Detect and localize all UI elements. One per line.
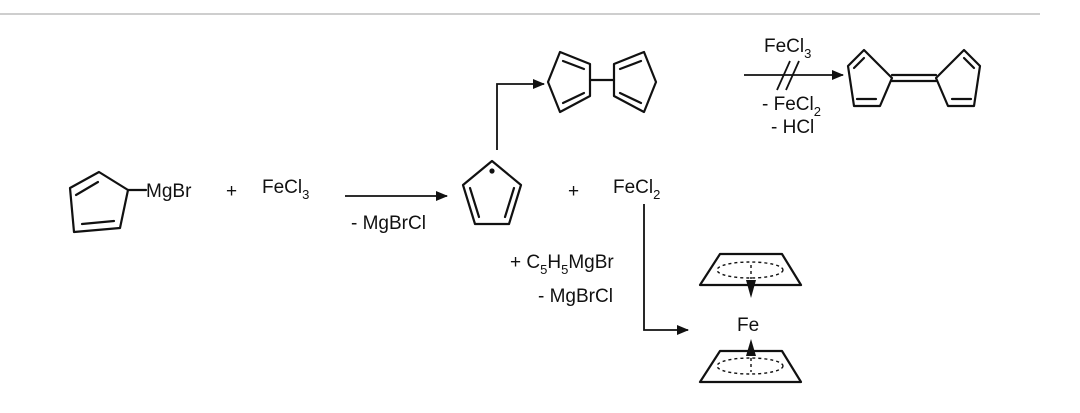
iron-center-label: Fe (737, 315, 759, 336)
dihydrofulvalene-dimer (546, 50, 658, 114)
blocked-fecl2-byproduct-label: - FeCl2 (762, 94, 821, 119)
dimerization-arrow (496, 79, 545, 150)
blocked-slash-1 (776, 60, 791, 91)
blocked-fecl3-label: FeCl3 (764, 36, 811, 61)
mgbr-label: MgBr (146, 181, 192, 202)
blocked-slash-2 (785, 60, 800, 91)
ferrocene-formation-arrow (643, 204, 689, 335)
mgbrcl-byproduct-label: - MgBrCl (351, 213, 426, 234)
fulvalene (846, 48, 982, 108)
ferrocene-mgbrcl-byproduct-label: - MgBrCl (538, 286, 613, 307)
fecl2-product: FeCl2 (613, 177, 660, 202)
hcl-byproduct-label: - HCl (771, 117, 814, 138)
plus-sign-1: + (226, 181, 237, 202)
c5h5mgbr-reagent-label: + C5H5MgBr (510, 252, 614, 277)
cyclopentadienyl-radical (461, 159, 523, 226)
ferrocene (698, 252, 803, 384)
fecl3-reagent: FeCl3 (262, 177, 309, 202)
cyclopentadiene-ring (68, 170, 130, 234)
radical-dot (489, 168, 495, 174)
plus-sign-2: + (568, 181, 579, 202)
